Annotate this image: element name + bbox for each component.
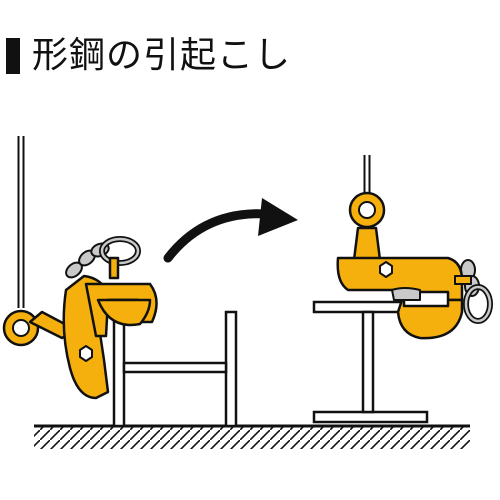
page-title: 形鋼の引起こし <box>32 35 292 76</box>
hoist-ring-icon <box>2 309 40 347</box>
hoist-ring-icon <box>348 191 386 229</box>
h-beam-left <box>112 310 238 428</box>
title-marker <box>6 38 20 74</box>
ground <box>34 424 470 449</box>
clamp-right <box>336 226 493 340</box>
curved-arrow-right-icon <box>163 198 298 263</box>
clamp-left <box>28 236 158 400</box>
